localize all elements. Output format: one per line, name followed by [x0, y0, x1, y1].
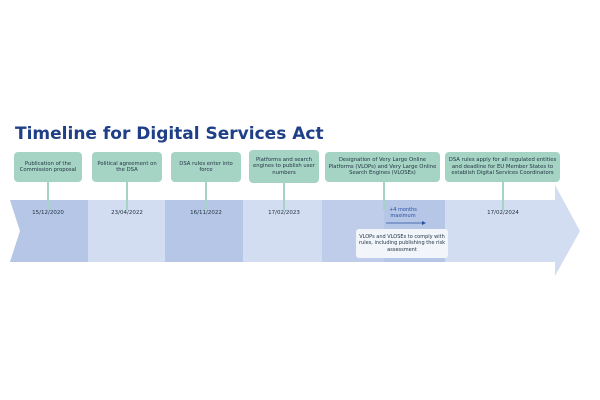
stem-5: [383, 181, 385, 210]
milestone-date: 17/02/2023: [268, 210, 300, 216]
stem-6: [502, 181, 504, 210]
stem-2: [126, 180, 128, 210]
milestone-callout: Political agreement on the DSA: [92, 152, 162, 182]
extension-label: +4 months maximum: [389, 207, 417, 219]
milestone-callout: Platforms and search engines to publish …: [249, 150, 319, 183]
milestone-callout: Publication of the Commission proposal: [14, 152, 82, 182]
segment-1: [10, 200, 88, 262]
milestone-callout: Designation of Very Large Online Platfor…: [325, 152, 440, 182]
milestone-callout: DSA rules enter into force: [171, 152, 241, 182]
milestone-callout: DSA rules apply for all regulated entiti…: [445, 152, 560, 182]
milestone-date: 16/11/2022: [190, 210, 222, 216]
stem-3: [205, 180, 207, 210]
arrow-body: [10, 185, 580, 276]
milestone-date: 23/04/2022: [111, 210, 143, 216]
stem-1: [47, 180, 49, 210]
segment-3: [165, 200, 243, 262]
vlop-note: VLOPs and VLOSEs to comply with rules, i…: [356, 229, 448, 258]
milestone-date: 15/12/2020: [32, 210, 64, 216]
milestone-date: 17/02/2024: [487, 210, 519, 216]
stem-4: [283, 182, 285, 210]
page-title: Timeline for Digital Services Act: [15, 124, 324, 144]
